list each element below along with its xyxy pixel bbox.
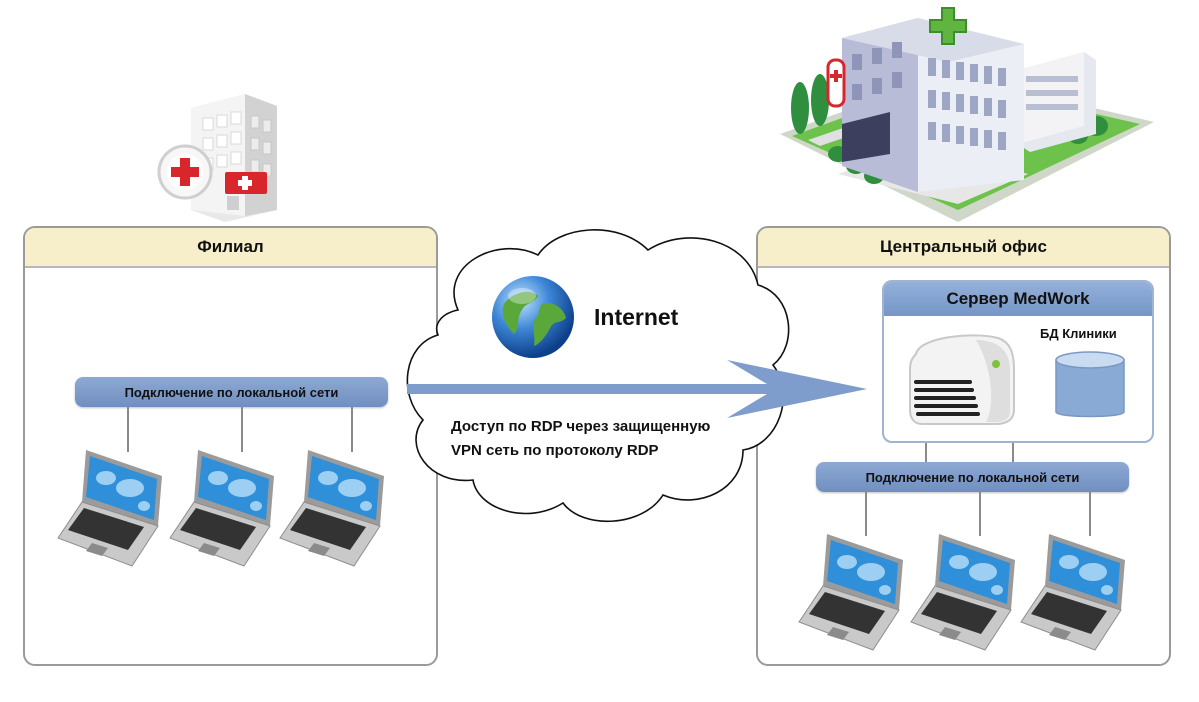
server-icon (909, 334, 1015, 425)
server-title: Сервер MedWork (884, 282, 1152, 316)
laptop-icon (279, 450, 384, 567)
branch-building-icon (157, 94, 277, 222)
laptop-icon (57, 450, 162, 567)
globe-icon (492, 276, 574, 358)
laptop-icon (1020, 534, 1125, 651)
hospital-building-icon (780, 7, 1154, 222)
central-office-title: Центральный офис (758, 228, 1169, 268)
laptop-icon (798, 534, 903, 651)
central-lan-bar: Подключение по локальной сети (816, 462, 1129, 492)
branch-panel: Филиал (23, 226, 438, 666)
rdp-caption-line1: Доступ по RDP через защищенную (451, 418, 711, 435)
rdp-caption-line2: VPN сеть по протоколу RDP (451, 442, 659, 459)
database-label: БД Клиники (1040, 326, 1117, 341)
rdp-connection-arrow (407, 360, 867, 418)
internet-label: Internet (594, 304, 679, 330)
laptop-icon (169, 450, 274, 567)
branch-lan-bar: Подключение по локальной сети (75, 377, 388, 407)
branch-title: Филиал (25, 228, 436, 268)
laptop-icon (910, 534, 1015, 651)
database-icon (1055, 351, 1125, 418)
